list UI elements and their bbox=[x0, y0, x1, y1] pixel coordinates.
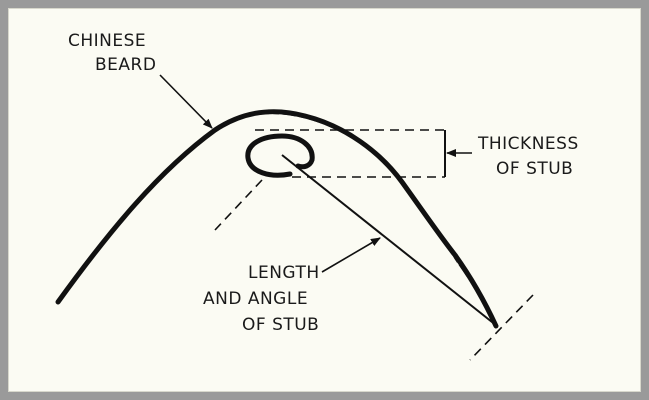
label-and-angle: AND ANGLE bbox=[203, 289, 308, 309]
label-chinese: CHINESE bbox=[68, 31, 146, 51]
dash-left-stub bbox=[214, 179, 263, 231]
diagram-paper bbox=[8, 8, 641, 392]
label-of-stub-1: OF STUB bbox=[496, 159, 573, 179]
length-leader bbox=[321, 237, 381, 273]
dash-tip bbox=[469, 294, 534, 361]
beard-curve-rough bbox=[60, 111, 496, 321]
label-of-stub-2: OF STUB bbox=[242, 315, 319, 335]
label-beard: BEARD bbox=[95, 55, 156, 75]
stub-curl bbox=[245, 133, 315, 178]
label-thickness: THICKNESS bbox=[477, 134, 579, 154]
stub-length-line bbox=[281, 154, 498, 327]
label-length: LENGTH bbox=[248, 263, 320, 283]
beard-curve bbox=[55, 109, 499, 329]
beard-leader bbox=[159, 74, 213, 129]
